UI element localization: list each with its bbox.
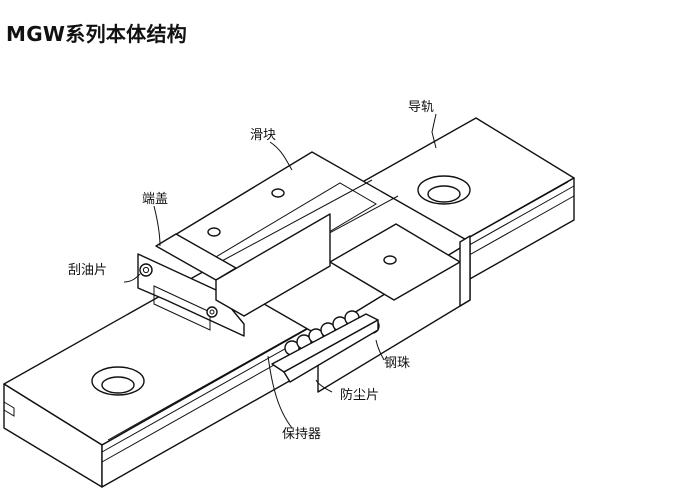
dust-seal-strip	[271, 313, 379, 383]
page-title: MGW系列本体结构	[6, 22, 188, 46]
label-end-cap: 端盖	[142, 192, 168, 207]
leader-lines	[123, 113, 437, 429]
label-block: 滑块	[250, 128, 276, 143]
block-hole-top	[207, 188, 397, 265]
label-wiper: 刮油片	[68, 263, 107, 278]
label-rail: 导轨	[408, 100, 434, 115]
grease-nipple	[139, 263, 218, 318]
label-dust-seal: 防尘片	[340, 387, 379, 403]
rail-hole-front	[91, 366, 145, 396]
end-cap	[137, 213, 331, 337]
rail-hole-rear	[417, 175, 471, 205]
label-retainer: 保持器	[282, 427, 321, 442]
label-steel-ball: 钢珠	[384, 356, 410, 371]
